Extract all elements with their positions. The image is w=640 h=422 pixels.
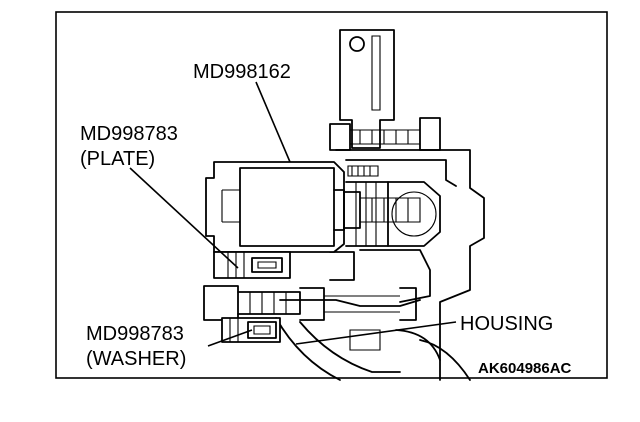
- leader-md998162: [255, 81, 291, 163]
- label-plate-code: MD998783: [80, 123, 178, 145]
- figure-code: AK604986AC: [478, 360, 572, 377]
- label-plate-note: (PLATE): [80, 148, 155, 170]
- figure-frame: [55, 11, 608, 379]
- label-md998162: MD998162: [193, 61, 291, 83]
- label-washer-note: (WASHER): [86, 348, 186, 370]
- leader-housing: [295, 321, 457, 345]
- leader-plate: [129, 167, 239, 269]
- plate-tool: [213, 251, 291, 279]
- leader-washer: [207, 329, 253, 347]
- label-washer-code: MD998783: [86, 323, 184, 345]
- label-housing: HOUSING: [460, 313, 553, 335]
